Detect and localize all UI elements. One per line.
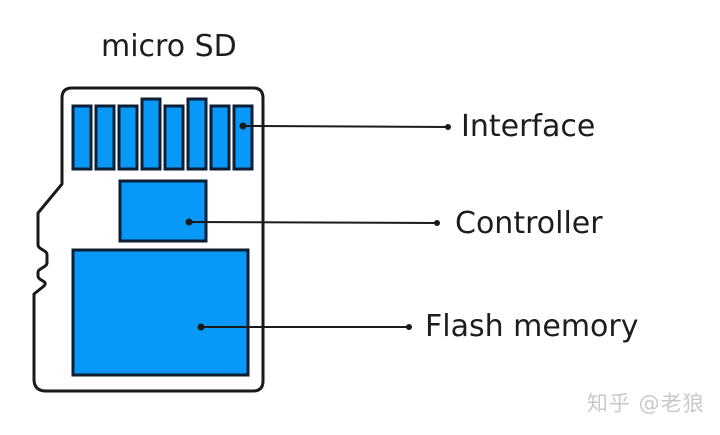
interface-pin xyxy=(94,104,116,171)
interface-pin xyxy=(140,97,162,171)
flash-leader-line xyxy=(197,323,412,331)
interface-pin xyxy=(186,97,208,171)
interface-leader-line xyxy=(239,122,451,130)
interface-pin xyxy=(209,104,231,171)
interface-pin xyxy=(71,104,93,171)
flash-label-dot xyxy=(406,324,412,330)
interface-pin xyxy=(117,104,139,171)
interface-pin xyxy=(163,104,185,171)
controller-label-dot xyxy=(434,220,440,226)
label-controller: Controller xyxy=(455,206,603,241)
interface-pin xyxy=(232,104,254,171)
label-flash-memory: Flash memory xyxy=(425,309,639,344)
diagram-title: micro SD xyxy=(101,29,237,64)
controller-anchor-dot xyxy=(185,218,193,226)
interface-label-dot xyxy=(445,124,451,130)
interface-pins xyxy=(71,97,254,171)
interface-anchor-dot xyxy=(239,122,247,130)
flash-anchor-dot xyxy=(197,323,205,331)
watermark: 知乎 @老狼 xyxy=(587,391,705,416)
label-interface: Interface xyxy=(461,109,596,144)
controller-leader-line xyxy=(185,218,440,226)
flash-memory-block xyxy=(71,248,250,377)
controller-block xyxy=(118,179,208,243)
